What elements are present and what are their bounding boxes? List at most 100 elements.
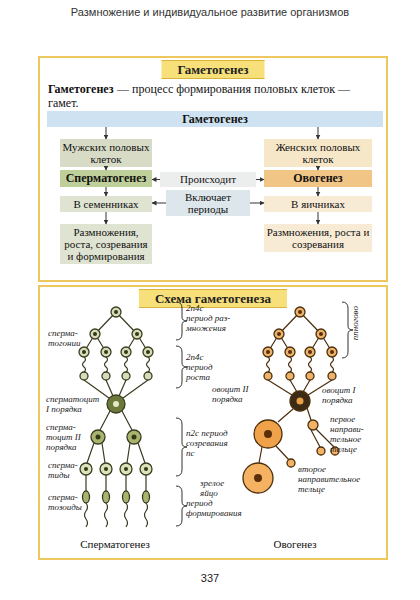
spermatocyte-2-cell	[91, 430, 105, 444]
definition-line: Гаметогенез— процесс формирования половы…	[48, 82, 382, 110]
cell-label: второе направительное тельце	[298, 464, 364, 494]
cell-nucleus	[114, 310, 118, 314]
flow-arrow	[152, 203, 166, 204]
cell-nucleus	[319, 332, 323, 336]
cell-nucleus	[330, 350, 334, 354]
spermatogonium-cell	[90, 329, 100, 339]
cell-nucleus	[297, 398, 304, 405]
cell-nucleus	[93, 332, 97, 336]
cell-label: сперма- тиды	[48, 460, 82, 480]
cell-label: сперма- тогонии	[48, 328, 88, 348]
spermatid-cell	[80, 463, 92, 475]
spermatogonium-cell	[79, 347, 89, 357]
cell-nucleus	[264, 430, 272, 438]
panel-heading: Гаметогенез	[162, 60, 265, 79]
flow-arrow	[106, 187, 107, 196]
process-box: Сперматогенез	[60, 170, 152, 187]
cell-label: первое направи- тельное тельце	[330, 414, 374, 454]
spermatogonium-cell	[101, 347, 111, 357]
cell-nucleus	[135, 332, 139, 336]
oogonium-cell	[316, 329, 326, 339]
cell-nucleus	[124, 467, 128, 471]
cell-label: сперма- тозоиды	[48, 492, 88, 512]
cell-nucleus	[104, 350, 108, 354]
cell-nucleus	[124, 350, 128, 354]
panel-heading: Схема гаметогенеза	[139, 289, 287, 308]
growing-cell	[264, 372, 272, 380]
sperm-head	[143, 491, 150, 503]
mature-egg	[243, 463, 273, 493]
cell-nucleus	[266, 350, 270, 354]
polar-body	[317, 447, 325, 455]
growing-cell	[286, 372, 294, 380]
node-text: Овогенез	[266, 172, 370, 185]
place-box: В яичниках	[264, 196, 372, 212]
cell-label: овогонии	[352, 306, 362, 340]
period-label: n2c период созревания nc	[186, 428, 236, 458]
info-panel: ГаметогенезГаметогенез— процесс формиров…	[38, 56, 388, 282]
cell-nucleus	[146, 350, 150, 354]
spermatogonium-cell	[121, 347, 131, 357]
node-text: В яичниках	[266, 198, 370, 210]
period-box: Размножения, роста, созревания и формиро…	[60, 224, 152, 264]
period-box: Размножения, роста и созревания	[264, 224, 372, 252]
cell-label: зрелое яйцо	[200, 478, 240, 498]
flow-arrow	[318, 187, 319, 196]
page-header: Размножение и индивидуальное развитие ор…	[0, 6, 420, 19]
oogonium-cell	[285, 347, 295, 357]
root-band: Гаметогенез	[47, 111, 383, 127]
cell-nucleus	[82, 350, 86, 354]
node-text: Размножения, роста и созревания	[266, 226, 370, 250]
category-box: Мужских половых клеток	[60, 139, 152, 167]
cell-nucleus	[132, 435, 137, 440]
oogonium-cell	[274, 329, 284, 339]
period-label: 2n4c период роста	[186, 352, 232, 382]
node-text: В семенниках	[62, 198, 150, 210]
growing-cell	[144, 372, 152, 380]
scheme-caption: Овогенез	[240, 538, 350, 551]
spermatid-cell	[120, 463, 132, 475]
cell-nucleus	[113, 401, 119, 407]
flow-arrow	[318, 212, 319, 224]
cell-nucleus	[277, 332, 281, 336]
oogonium-cell	[263, 347, 273, 357]
period-label: 2n4c период раз- множения	[186, 303, 232, 333]
node-text: Женских половых клеток	[266, 141, 370, 165]
spermatocyte-1-cell	[107, 395, 125, 413]
growing-cell	[80, 372, 88, 380]
node-text: Сперматогенез	[62, 172, 150, 185]
oocyte-2-cell	[254, 420, 282, 448]
category-box: Женских половых клеток	[264, 139, 372, 167]
flow-arrow	[318, 127, 319, 139]
polar-body	[308, 420, 318, 430]
spermatogonium-cell	[143, 347, 153, 357]
flow-arrow	[318, 167, 319, 170]
cell-label: овоцит I порядка	[322, 385, 366, 405]
growing-cell	[328, 372, 336, 380]
flow-arrow	[152, 179, 160, 180]
cell-nucleus	[254, 474, 262, 482]
cell-nucleus	[84, 467, 88, 471]
relation-box: Происходит	[160, 172, 256, 187]
growing-cell	[122, 372, 130, 380]
spermatid-cell	[100, 463, 112, 475]
cell-nucleus	[96, 435, 101, 440]
flow-arrow	[106, 212, 107, 224]
spermatogonium-cell	[132, 329, 142, 339]
process-box: Овогенез	[264, 170, 372, 187]
page-number: 337	[190, 572, 230, 585]
node-text: Включает периоды	[168, 191, 248, 215]
relation-box: Включает периоды	[166, 190, 250, 216]
oocyte-1-cell	[290, 391, 310, 411]
cell-nucleus	[104, 467, 108, 471]
flow-arrow	[250, 203, 264, 204]
place-box: В семенниках	[60, 196, 152, 212]
sperm-head	[103, 491, 110, 503]
cell-label: овоцит II порядка	[212, 384, 256, 404]
node-text: Размножения, роста, созревания и формиро…	[62, 226, 150, 262]
cell-nucleus	[288, 350, 292, 354]
cell-label: сперма- тоцит II порядка	[46, 422, 84, 452]
growing-cell	[306, 372, 314, 380]
flow-arrow	[256, 179, 264, 180]
sperm-head	[123, 491, 130, 503]
